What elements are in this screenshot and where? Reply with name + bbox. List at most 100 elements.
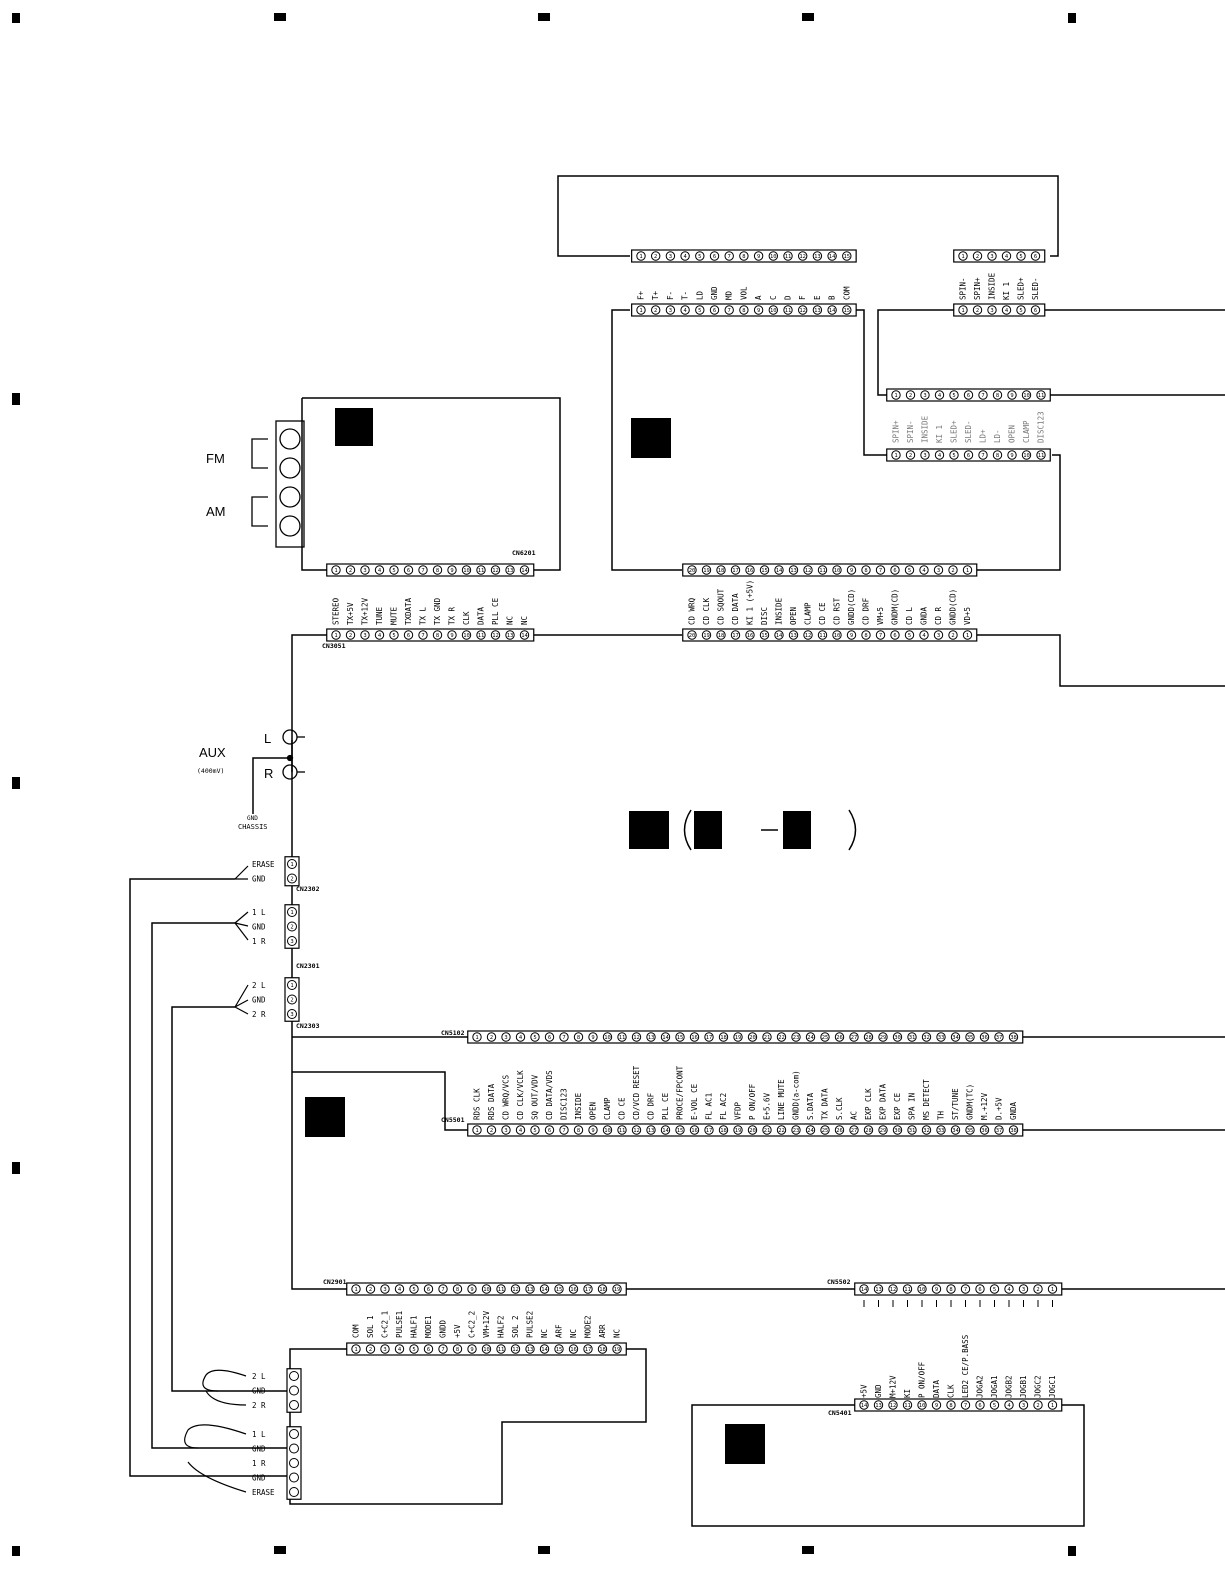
wire-fans: [184, 865, 249, 1493]
pin-label: CD CE: [818, 602, 827, 625]
pin-label: KI 1: [935, 425, 944, 443]
pin-label: F: [798, 295, 807, 300]
pin-number: 3: [383, 1347, 386, 1353]
pin-label: GND: [252, 875, 266, 884]
pin-number: 15: [556, 1347, 563, 1353]
pin-number: 19: [614, 1287, 621, 1293]
pin-label: OPEN: [789, 607, 798, 625]
pin-label: E-VOL CE: [690, 1083, 699, 1120]
pin-number: 19: [703, 568, 710, 574]
pin-number: 15: [761, 633, 768, 639]
pin-number: 1: [354, 1287, 357, 1293]
pin-number: 2: [654, 254, 657, 260]
pin-number: 4: [922, 568, 926, 574]
pin-label: EXP DATA: [879, 1083, 888, 1120]
pin-number: 14: [776, 568, 783, 574]
pin-number: 9: [935, 1403, 938, 1409]
pin-number: 8: [996, 453, 999, 459]
pin-number: 10: [1023, 393, 1030, 399]
pin-label: A: [754, 295, 763, 300]
pin-number: 7: [964, 1287, 967, 1293]
pin-label: MS DETECT: [922, 1079, 931, 1120]
pin-label: SPIN+: [973, 277, 982, 300]
pin-label: DISC123: [1037, 411, 1046, 443]
pin-label: CLK: [947, 1384, 956, 1398]
pin-number: 12: [805, 633, 812, 639]
cn5502-ticks: [863, 1300, 1053, 1307]
pin-number: 9: [470, 1287, 473, 1293]
pin-label: T-: [681, 291, 690, 300]
pin-number: 1: [894, 393, 897, 399]
pin-label: 2 L: [252, 1372, 266, 1381]
pin-number: 6: [427, 1287, 430, 1293]
pin-number: 3: [504, 1035, 507, 1041]
pin-label: SLED+: [1017, 277, 1026, 300]
pin-number: 7: [421, 568, 424, 574]
cn5501-label: CN5501: [441, 1116, 465, 1124]
aux-l-label: L: [264, 731, 271, 746]
pin-number: 1: [961, 254, 964, 260]
pin-number: 14: [861, 1403, 868, 1409]
pin-number: 33: [938, 1128, 945, 1134]
pin-number: 2: [909, 453, 912, 459]
pin-label: INSIDE: [921, 415, 930, 443]
pin-number: 15: [677, 1035, 684, 1041]
pin-number: 13: [507, 633, 514, 639]
pin-label: CD RST: [833, 597, 842, 625]
pin-number: 3: [937, 633, 940, 639]
pin-number: 1: [334, 633, 337, 639]
pin-label: D: [784, 295, 793, 300]
pin-label: SPIN-: [906, 420, 915, 443]
pin-number: 7: [964, 1403, 967, 1409]
pin-label: LD: [695, 290, 704, 300]
pin-number: 8: [949, 1403, 952, 1409]
pin-number: 5: [698, 308, 701, 314]
connector-cn2303: 123: [284, 977, 300, 1022]
pin-label: ARF: [555, 1324, 564, 1338]
pin-label: DATA: [932, 1379, 941, 1398]
pin-label: CD DATA/VDS: [545, 1070, 554, 1120]
pin-label: VFDP: [734, 1101, 743, 1120]
pin-number: 25: [822, 1128, 829, 1134]
pin-number: 13: [790, 633, 797, 639]
pin-number: 12: [799, 254, 806, 260]
pin-number: 3: [383, 1287, 386, 1293]
pin-number: 15: [556, 1287, 563, 1293]
am-label: AM: [206, 504, 226, 519]
pin-number: 2: [369, 1347, 372, 1353]
pin-number: 12: [492, 633, 499, 639]
pin-label: CLAMP: [603, 1097, 612, 1120]
connector-cn2301: 123: [284, 904, 300, 949]
pin-number: 4: [1007, 1287, 1011, 1293]
pin-label: TX DATA: [821, 1088, 830, 1120]
pin-number: 7: [879, 568, 882, 574]
pin-number: 28: [865, 1128, 872, 1134]
pin-label: LD+: [979, 429, 988, 443]
pin-label: COM: [842, 286, 851, 300]
pin-number: 1: [966, 568, 969, 574]
pin-number: 13: [648, 1128, 655, 1134]
aux-r-label: R: [264, 766, 273, 781]
cn5401-label: CN5401: [828, 1409, 852, 1417]
pin-number: 6: [893, 568, 896, 574]
pin-number: 3: [923, 393, 926, 399]
pin-label: TX+5V: [346, 602, 355, 625]
pin-number: 9: [591, 1128, 594, 1134]
pin-number: 13: [527, 1347, 534, 1353]
pin-number: 1: [354, 1347, 357, 1353]
pin-number: 5: [392, 633, 395, 639]
pin-label: SPIN+: [892, 420, 901, 443]
cn6201-label: CN6201: [512, 549, 536, 557]
pin-number: 7: [562, 1035, 565, 1041]
pin-number: 1: [290, 983, 293, 989]
pin-number: 3: [669, 308, 672, 314]
pin-number: 31: [909, 1035, 916, 1041]
pin-number: 14: [521, 633, 528, 639]
